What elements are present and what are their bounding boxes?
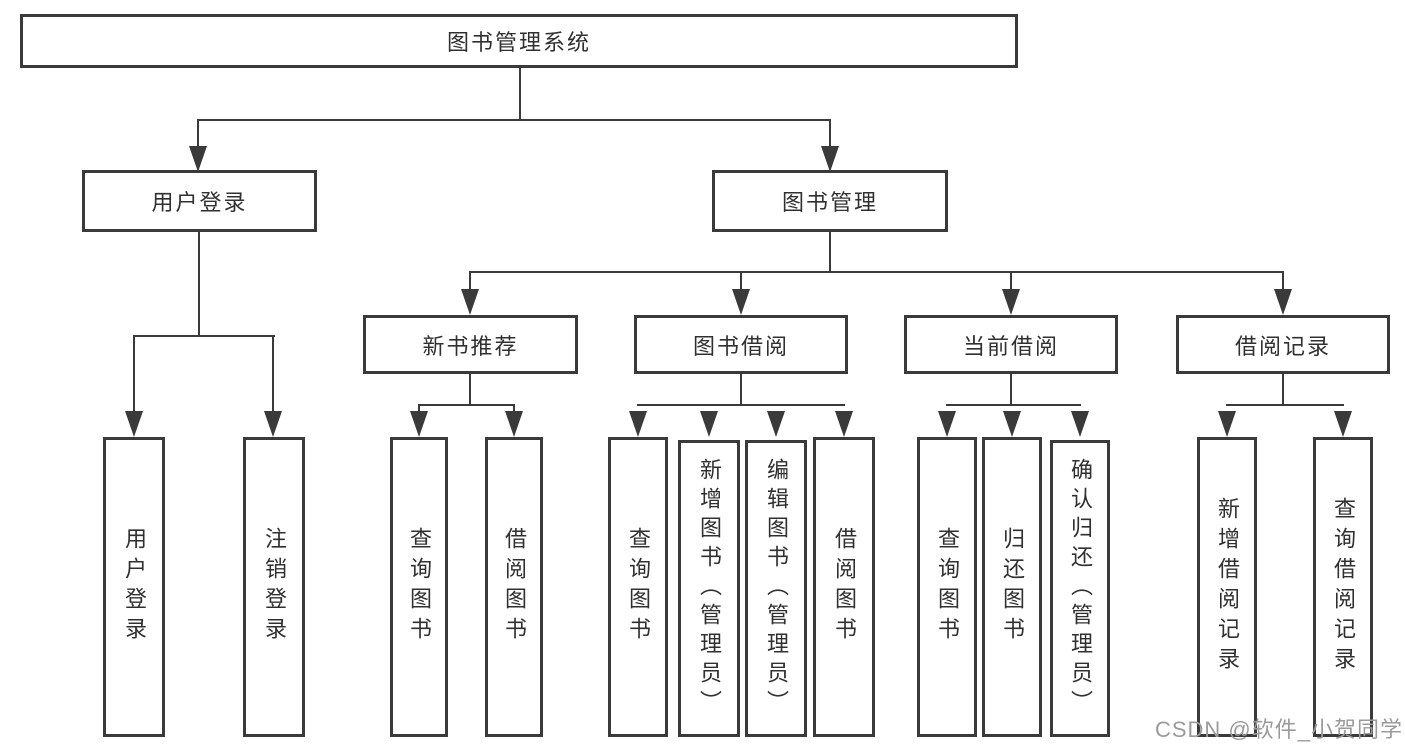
leaf-bb-add-books-admin: 新增图书（管理员）	[678, 440, 740, 737]
arrow-down-icon	[264, 411, 282, 437]
arrow-down-icon	[1003, 411, 1021, 437]
arrow-down-icon	[1002, 289, 1020, 315]
node-current-borrow: 当前借阅	[904, 315, 1118, 374]
leaf-nb-borrow-books: 借阅图书	[485, 437, 543, 737]
connector-line	[272, 335, 274, 417]
connector-line	[198, 232, 200, 337]
arrow-down-icon	[461, 289, 479, 315]
connector-line	[197, 119, 831, 121]
node-user-login: 用户登录	[82, 170, 317, 232]
connector-line	[740, 271, 742, 293]
arrow-down-icon	[629, 411, 647, 437]
arrow-down-icon	[1274, 289, 1292, 315]
connector-line	[1010, 271, 1012, 293]
arrow-down-icon	[938, 411, 956, 437]
connector-line	[133, 335, 135, 417]
connector-line	[740, 374, 742, 406]
leaf-logout-login: 注销登录	[243, 437, 305, 737]
arrow-down-icon	[700, 411, 718, 437]
arrow-down-icon	[1071, 411, 1089, 437]
node-borrow-records: 借阅记录	[1176, 315, 1390, 374]
node-root: 图书管理系统	[20, 14, 1018, 68]
leaf-nb-query-books: 查询图书	[390, 437, 448, 737]
leaf-cb-query-books: 查询图书	[917, 437, 977, 737]
connector-line	[637, 404, 845, 406]
arrow-down-icon	[189, 146, 207, 172]
connector-line	[829, 232, 831, 273]
csdn-watermark: CSDN @软件_小贺同学	[1154, 717, 1403, 742]
leaf-bb-query-books: 查询图书	[608, 437, 668, 737]
arrow-down-icon	[1334, 411, 1352, 437]
leaf-br-query-record: 查询借阅记录	[1313, 437, 1373, 737]
connector-line	[469, 271, 1283, 273]
node-book-management: 图书管理	[712, 170, 948, 232]
arrow-down-icon	[767, 411, 785, 437]
connector-line	[418, 404, 515, 406]
leaf-cb-return-books: 归还图书	[982, 437, 1042, 737]
connector-line	[469, 271, 471, 293]
connector-line	[946, 404, 1081, 406]
leaf-bb-borrow-books: 借阅图书	[813, 437, 875, 737]
arrow-down-icon	[505, 411, 523, 437]
connector-line	[1282, 374, 1284, 406]
connector-line	[197, 119, 199, 151]
node-book-borrow: 图书借阅	[634, 315, 848, 374]
leaf-br-add-record: 新增借阅记录	[1197, 437, 1257, 737]
connector-line	[133, 335, 275, 337]
connector-line	[519, 66, 521, 121]
arrow-down-icon	[410, 411, 428, 437]
arrow-down-icon	[732, 289, 750, 315]
arrow-down-icon	[835, 411, 853, 437]
arrow-down-icon	[821, 146, 839, 172]
leaf-cb-confirm-return-admin: 确认归还（管理员）	[1050, 440, 1110, 737]
connector-line	[1010, 374, 1012, 406]
arrow-down-icon	[125, 411, 143, 437]
connector-line	[829, 119, 831, 151]
leaf-bb-edit-books-admin: 编辑图书（管理员）	[745, 440, 807, 737]
connector-line	[1226, 404, 1344, 406]
leaf-user-login: 用户登录	[103, 437, 165, 737]
connector-line	[1282, 271, 1284, 293]
node-new-book-recommend: 新书推荐	[363, 315, 578, 374]
arrow-down-icon	[1218, 411, 1236, 437]
connector-line	[469, 374, 471, 406]
